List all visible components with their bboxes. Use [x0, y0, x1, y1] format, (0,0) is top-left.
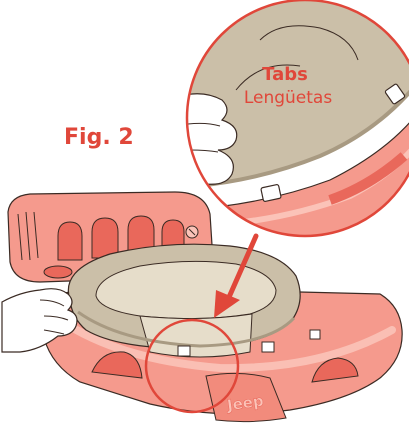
zoom-tab-1 — [261, 184, 282, 201]
seat-tab-far — [310, 330, 320, 339]
zoom-callout — [180, 0, 409, 240]
base-arch-1 — [58, 222, 82, 260]
seat-tab-right — [262, 342, 274, 352]
callout-subtitle: Lengüetas — [244, 88, 333, 108]
panel-oval — [44, 266, 72, 278]
figure-label: Fig. 2 — [64, 125, 134, 150]
callout-title: Tabs — [262, 64, 308, 85]
base-arch-2 — [92, 218, 118, 258]
seat-tab-left — [178, 346, 190, 356]
